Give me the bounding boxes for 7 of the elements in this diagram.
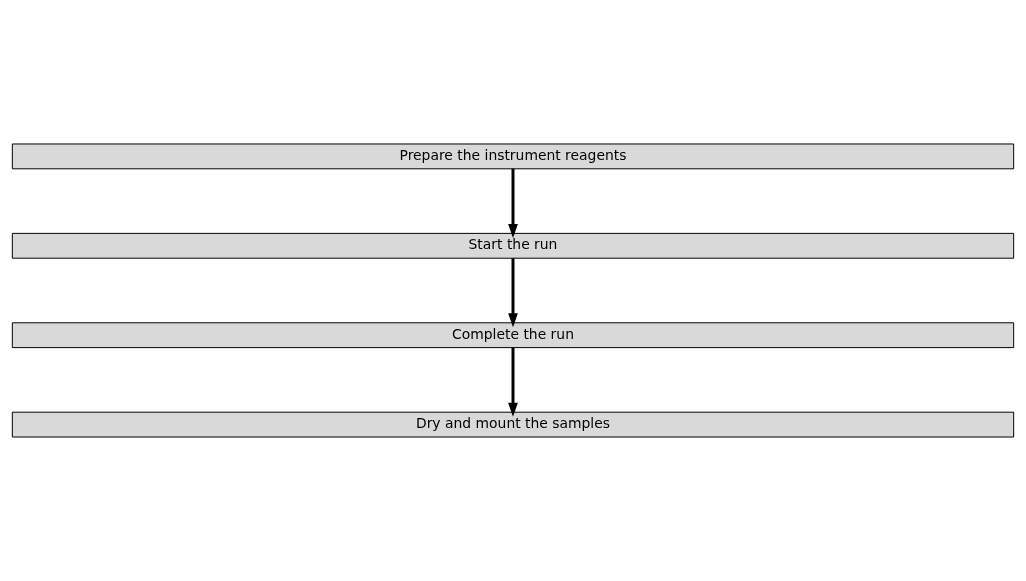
- node-box: Start the run: [11, 232, 1015, 259]
- arrow: [508, 258, 518, 328]
- node-box: Complete the run: [11, 322, 1015, 349]
- arrow: [508, 347, 518, 417]
- node-box: Dry and mount the samples: [11, 411, 1015, 438]
- node-box: Prepare the instrument reagents: [11, 143, 1015, 170]
- arrow: [508, 168, 518, 238]
